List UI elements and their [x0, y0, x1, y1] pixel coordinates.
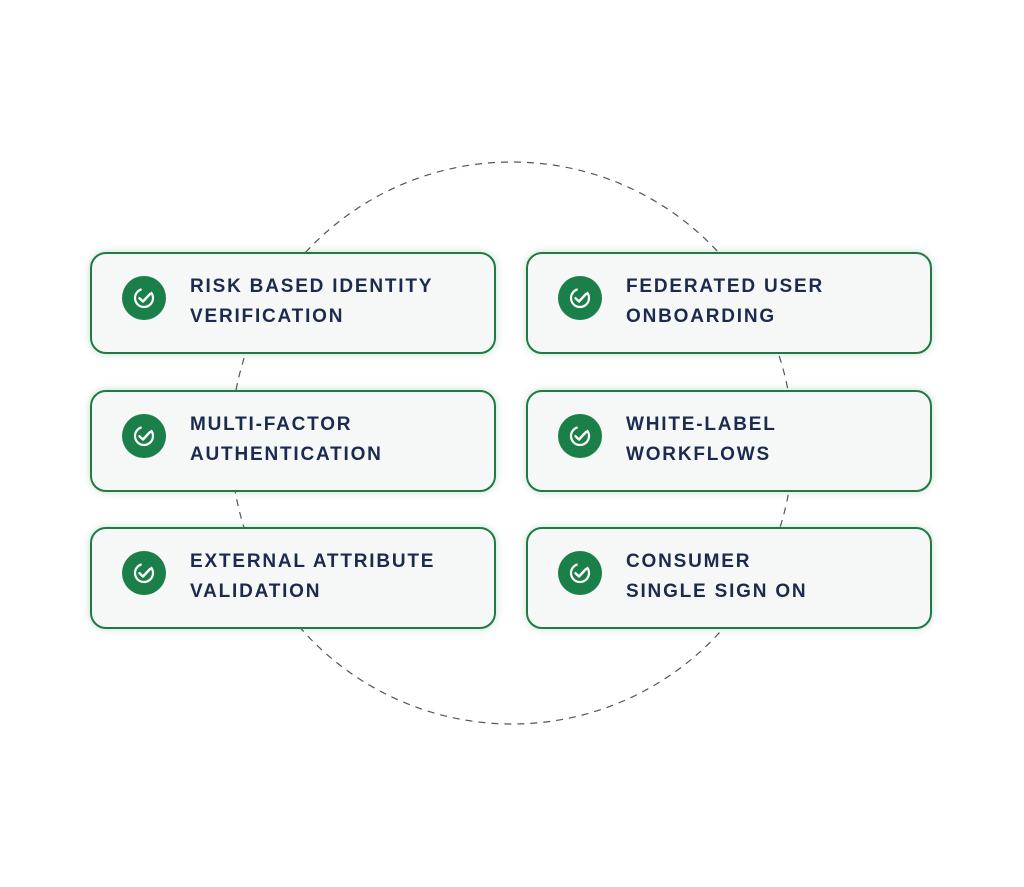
feature-card-white-label-workflows: WHITE-LABEL WORKFLOWS [526, 390, 932, 492]
check-circle-icon [122, 551, 166, 595]
feature-label: MULTI-FACTOR AUTHENTICATION [190, 410, 383, 470]
check-circle-icon [558, 551, 602, 595]
feature-label: WHITE-LABEL WORKFLOWS [626, 410, 777, 470]
feature-label: RISK BASED IDENTITY VERIFICATION [190, 272, 433, 332]
feature-card-multi-factor-authentication: MULTI-FACTOR AUTHENTICATION [90, 390, 496, 492]
feature-label-line-1: CONSUMER [626, 551, 752, 572]
check-circle-icon [558, 276, 602, 320]
check-circle-icon [558, 414, 602, 458]
feature-label-line-1: FEDERATED USER [626, 276, 824, 297]
feature-label-line-2: ONBOARDING [626, 306, 776, 327]
feature-label-line-2: AUTHENTICATION [190, 444, 383, 465]
feature-label: EXTERNAL ATTRIBUTE VALIDATION [190, 547, 435, 607]
feature-label-line-2: VERIFICATION [190, 306, 345, 327]
feature-label-line-1: EXTERNAL ATTRIBUTE [190, 551, 436, 572]
feature-label: CONSUMER SINGLE SIGN ON [626, 547, 807, 607]
feature-label-line-1: MULTI-FACTOR [190, 414, 353, 435]
feature-card-federated-user-onboarding: FEDERATED USER ONBOARDING [526, 252, 932, 354]
feature-card-risk-based-identity-verification: RISK BASED IDENTITY VERIFICATION [90, 252, 496, 354]
feature-label-line-2: SINGLE SIGN ON [626, 581, 808, 602]
feature-label-line-1: WHITE-LABEL [626, 414, 777, 435]
feature-label-line-2: VALIDATION [190, 581, 322, 602]
check-circle-icon [122, 276, 166, 320]
feature-label-line-2: WORKFLOWS [626, 444, 771, 465]
feature-label: FEDERATED USER ONBOARDING [626, 272, 824, 332]
feature-label-line-1: RISK BASED IDENTITY [190, 276, 434, 297]
check-circle-icon [122, 414, 166, 458]
feature-card-consumer-single-sign-on: CONSUMER SINGLE SIGN ON [526, 527, 932, 629]
feature-card-external-attribute-validation: EXTERNAL ATTRIBUTE VALIDATION [90, 527, 496, 629]
